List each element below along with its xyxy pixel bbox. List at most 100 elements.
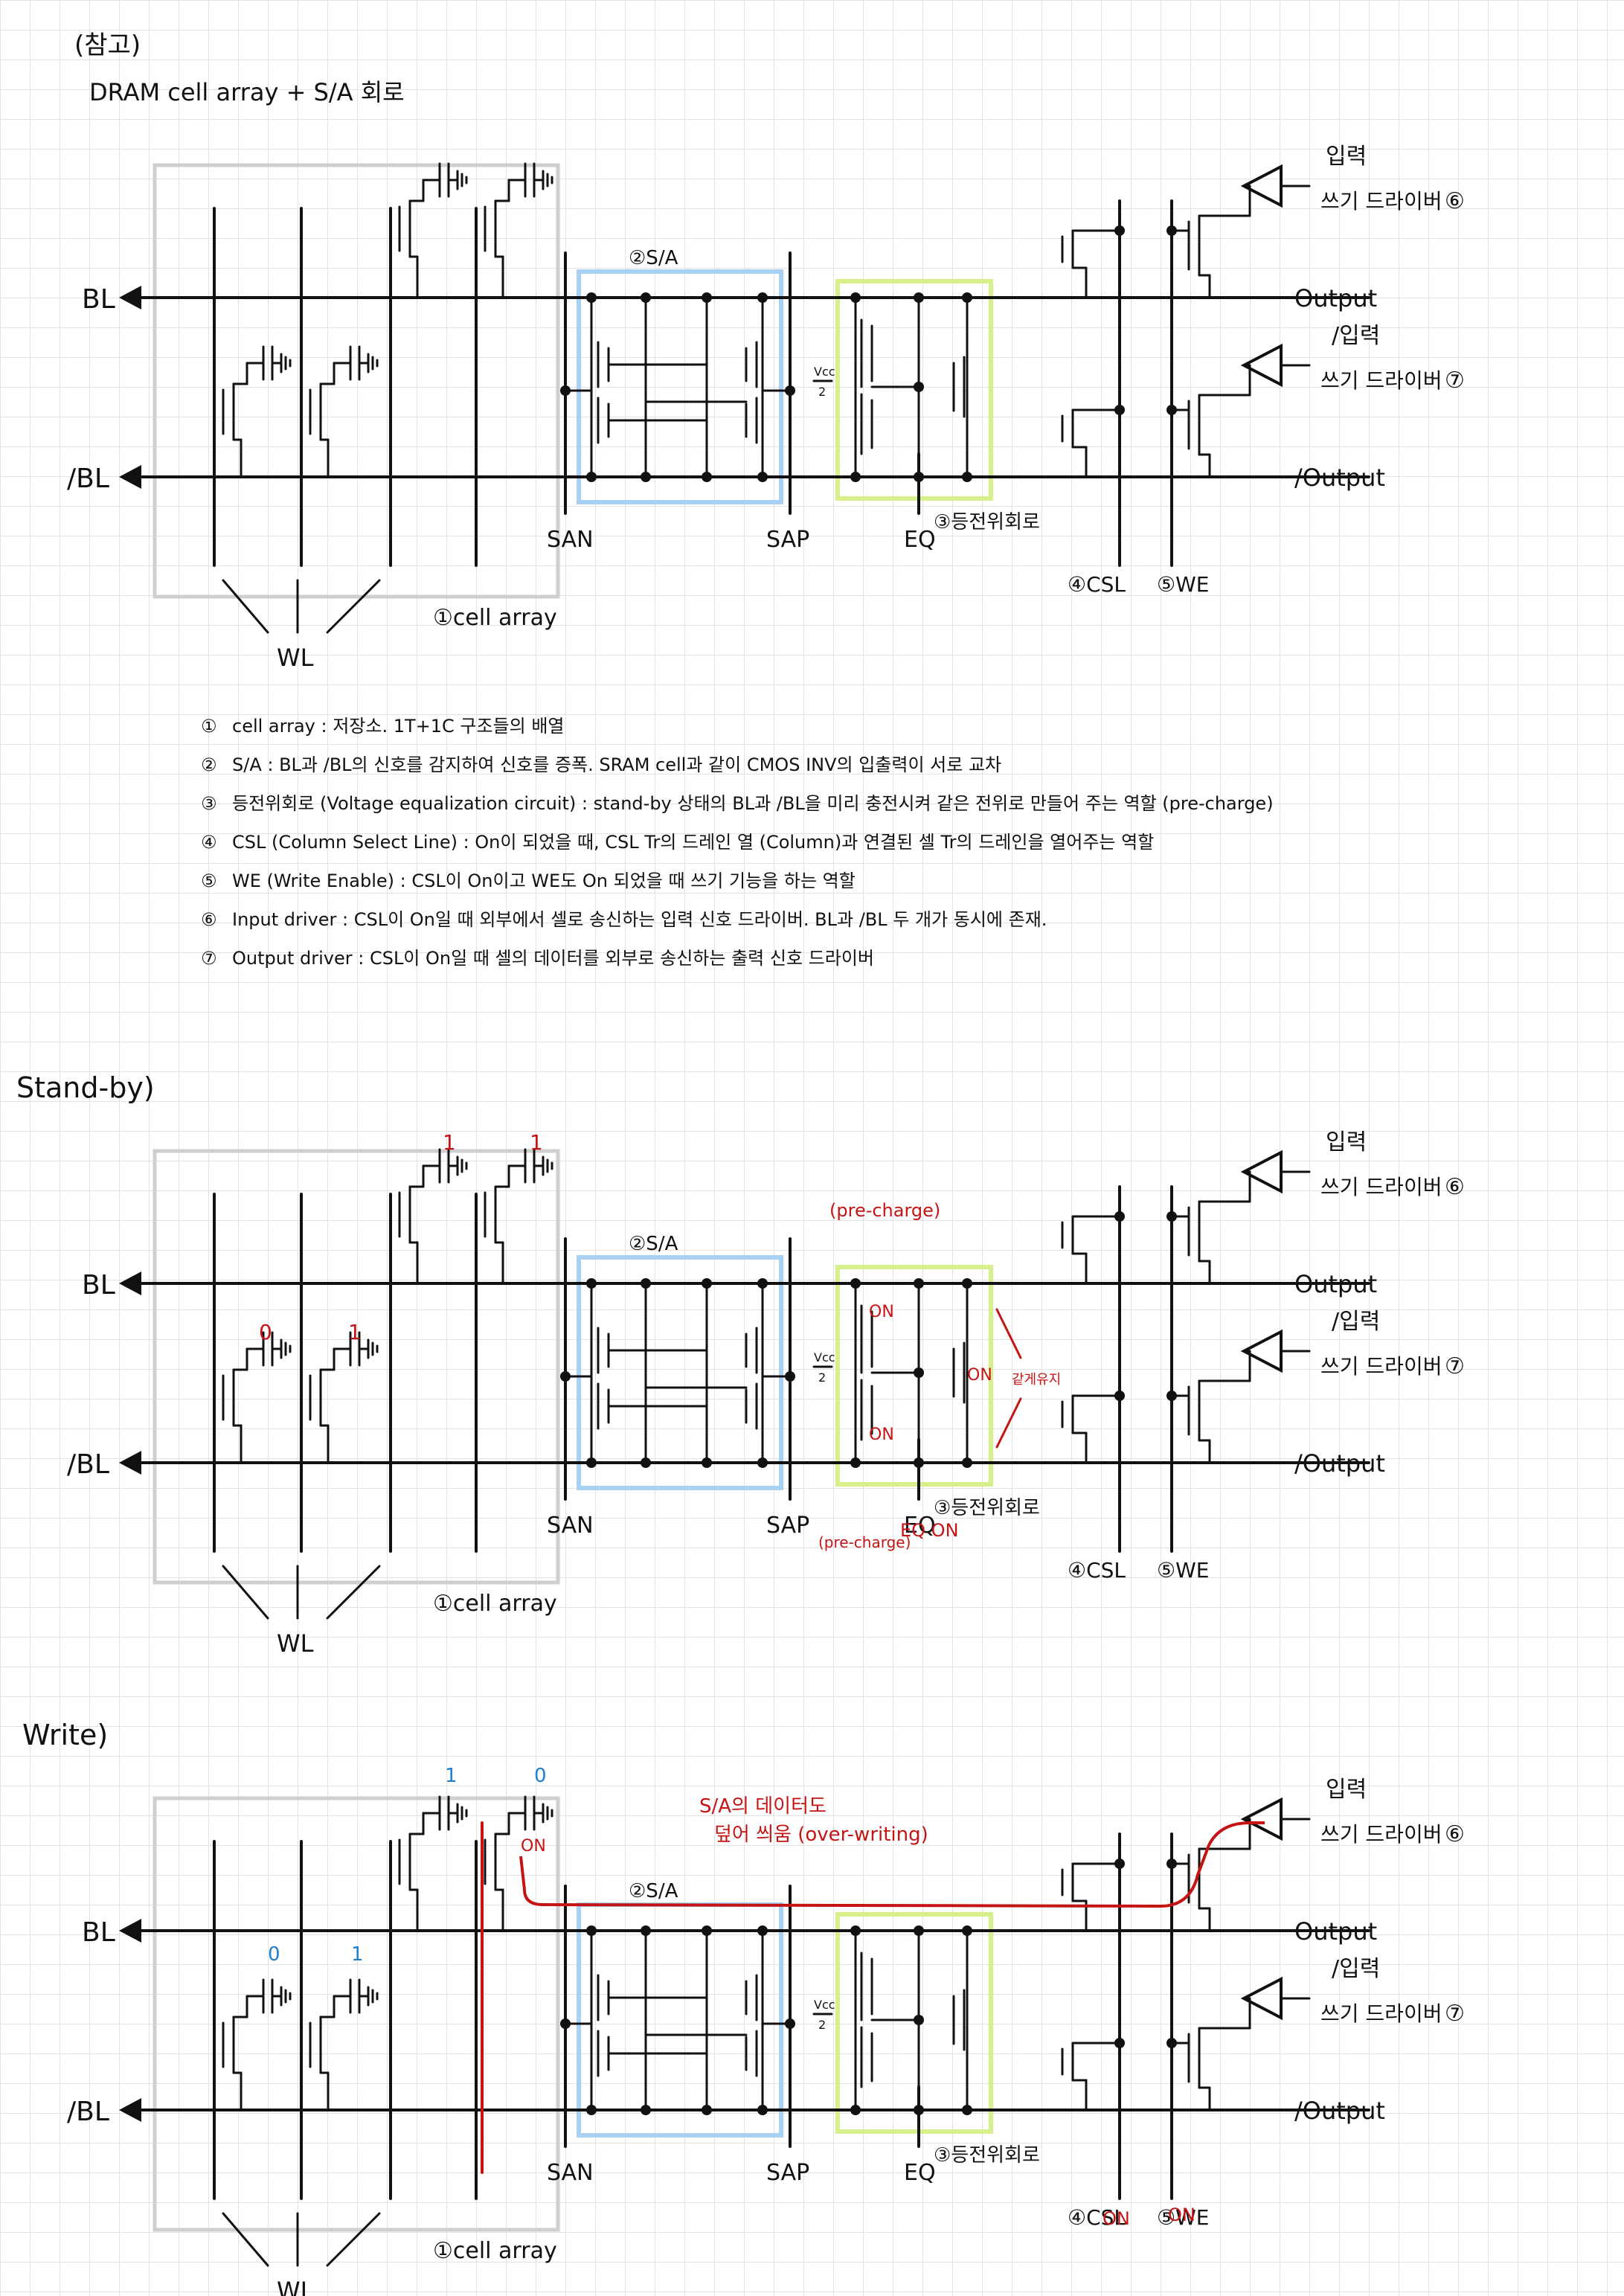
bit-value: 0 (268, 1943, 280, 1966)
junction-dot (702, 1925, 712, 1936)
cell-on-label: ON (521, 1837, 546, 1856)
junction-dot (560, 2018, 571, 2029)
bitline-bar-label: /BL (67, 2097, 109, 2127)
cell-array-label: ①cell array (433, 2238, 557, 2264)
write-driver-label: 쓰기 드라이버 (1320, 1175, 1442, 1199)
reference-label: (참고) (74, 31, 141, 60)
vcc-label: Vcc (814, 365, 835, 379)
same-hold-arrow (995, 1397, 1022, 1449)
cell-array-box (153, 1149, 560, 1585)
eq-label: EQ (904, 2160, 936, 2186)
on-label: ON (967, 1366, 992, 1385)
junction-dot (1114, 2038, 1125, 2048)
junction-dot (962, 472, 972, 482)
arrow-head-icon (119, 286, 141, 310)
sense-amp-box (577, 269, 783, 504)
junction-dot (586, 2105, 597, 2115)
junction-dot (785, 2018, 795, 2029)
bitline-bar-label: /BL (67, 1449, 109, 1480)
on-label: ON (869, 1303, 894, 1321)
wl-arrow (326, 2212, 381, 2267)
bit-value: 1 (443, 1130, 456, 1155)
junction-dot (1166, 1211, 1177, 1222)
sense-amp-label: ②S/A (629, 1233, 678, 1255)
vcc-denominator: 2 (818, 2018, 826, 2032)
sense-amp-box (577, 1902, 783, 2138)
we-label: ⑤WE (1157, 2205, 1209, 2230)
wl-arrow (326, 579, 381, 634)
driver-input-label: /입력 (1332, 1956, 1380, 1982)
we-label: ⑤WE (1157, 1558, 1209, 1582)
driver-number-label: ⑦ (1445, 2001, 1465, 2027)
junction-dot (641, 1278, 651, 1289)
csl-label: ④CSL (1068, 2205, 1126, 2230)
junction-dot (586, 1278, 597, 1289)
driver-output-label: /Output (1294, 464, 1385, 492)
overwrite-annotation: 덮어 씌움 (over-writing) (714, 1824, 928, 1846)
junction-dot (702, 1278, 712, 1289)
driver-output-label: /Output (1294, 1449, 1385, 1478)
junction-dot (962, 2105, 972, 2115)
junction-dot (914, 1925, 924, 1936)
vcc-denominator: 2 (818, 1370, 826, 1385)
bitline-label: BL (82, 284, 115, 315)
driver-output-label: Output (1294, 1270, 1377, 1298)
driver-number-label: ⑥ (1445, 1821, 1465, 1847)
junction-dot (850, 2105, 861, 2115)
bit-value: 1 (351, 1943, 364, 1966)
csl-label: ④CSL (1068, 572, 1126, 597)
sense-amp-box (577, 1255, 783, 1490)
sense-amp-label: ②S/A (629, 1880, 678, 1902)
junction-dot (850, 472, 861, 482)
junction-dot (702, 472, 712, 482)
junction-dot (1166, 1859, 1177, 1869)
junction-dot (914, 2015, 924, 2025)
junction-dot (757, 472, 768, 482)
we-label: ⑤WE (1157, 572, 1209, 597)
equalizer-box (835, 1265, 993, 1487)
junction-dot (785, 385, 795, 396)
write-driver-label: 쓰기 드라이버 (1320, 368, 1442, 393)
precharge-label: (pre-charge) (818, 1533, 911, 1551)
junction-dot (785, 1371, 795, 1382)
eq-label: EQ (904, 1513, 936, 1539)
junction-dot (757, 2105, 768, 2115)
bitline-label: BL (82, 1270, 115, 1301)
junction-dot (962, 1925, 972, 1936)
precharge-label: (pre-charge) (829, 1200, 940, 1221)
word-line-label: WL (277, 2277, 314, 2296)
write-driver-label: 쓰기 드라이버 (1320, 189, 1442, 214)
write-driver-label: 쓰기 드라이버 (1320, 2001, 1442, 2026)
bit-value: 1 (530, 1130, 543, 1155)
sap-label: SAP (766, 2160, 809, 2186)
wl-arrow (222, 579, 269, 634)
driver-input-label: 입력 (1326, 1777, 1367, 1803)
arrow-head-icon (119, 1919, 141, 1943)
junction-dot (914, 1278, 924, 1289)
junction-dot (914, 382, 924, 392)
junction-dot (850, 292, 861, 303)
bitline-bar-label: /BL (67, 464, 109, 494)
junction-dot (850, 1458, 861, 1468)
write-driver-label: 쓰기 드라이버 (1320, 1822, 1442, 1847)
junction-dot (1114, 1859, 1125, 1869)
junction-dot (586, 472, 597, 482)
eq-on-label: EQ ON (900, 1520, 959, 1541)
arrow-head-icon (119, 2098, 141, 2122)
bit-value: 1 (348, 1320, 362, 1344)
word-line-label: WL (277, 1629, 314, 1658)
sense-amp-label: ②S/A (629, 247, 678, 269)
junction-dot (1114, 225, 1125, 236)
driver-number-label: ⑦ (1445, 368, 1465, 394)
junction-dot (1114, 1211, 1125, 1222)
bitline-label: BL (82, 1917, 115, 1948)
vcc-label: Vcc (814, 1998, 835, 2012)
san-label: SAN (547, 1513, 594, 1539)
